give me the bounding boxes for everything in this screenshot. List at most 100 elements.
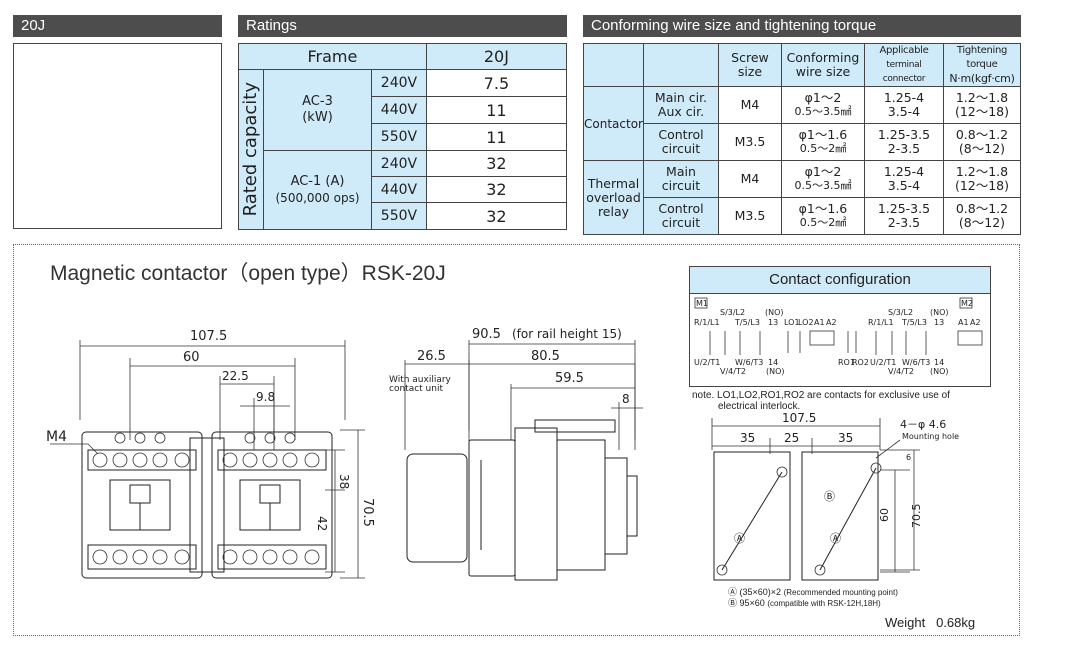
cc-tr: (NO) xyxy=(930,308,949,317)
hole-note: Mounting hole xyxy=(902,432,959,441)
ratings-table: Frame 20J Rated capacity AC-3(kW) 240V 7… xyxy=(238,43,568,230)
rail-note: (for rail height 15) xyxy=(512,327,622,341)
cc-tr: S/3/L2 xyxy=(888,308,913,317)
ac3-value: 11 xyxy=(425,123,568,151)
cc-tl: (NO) xyxy=(765,308,784,317)
mark-a: Ⓐ xyxy=(734,532,745,545)
dim-107-5: 107.5 xyxy=(190,329,227,344)
torque-cell: 1.2～1.8(12～18) xyxy=(942,160,1022,198)
cc-bl: (NO) xyxy=(766,367,785,376)
screw-cell: M3.5 xyxy=(717,123,782,161)
screw-cell: M3.5 xyxy=(717,197,782,235)
contactor-label: Contactor xyxy=(583,86,644,161)
side-view-drawing: 90.5 (for rail height 15) 26.5 80.5 59.5… xyxy=(389,327,643,581)
mounting-drawing: 107.5 35 25 35 4－φ 4.6 Mounting hole 6 6… xyxy=(711,411,959,581)
mark-b: Ⓑ xyxy=(824,490,835,503)
dim-90-5: 90.5 xyxy=(472,327,501,342)
dim-70-5: 70.5 xyxy=(360,498,375,527)
mount-dim-35b: 35 xyxy=(838,431,853,445)
ac1-voltage: 550V xyxy=(371,202,427,230)
cc-tr: R/1/L1 xyxy=(868,318,894,327)
screw-cell: M4 xyxy=(717,160,782,198)
torque-cell: 0.8～1.2(8～12) xyxy=(942,123,1022,161)
torque-cell: 1.2～1.8(12～18) xyxy=(942,86,1022,124)
weight-label: Weight xyxy=(885,615,926,630)
dim-22-5: 22.5 xyxy=(222,369,249,383)
dim-9-8: 9.8 xyxy=(256,390,275,404)
cc-bl: W/6/T3 xyxy=(735,358,763,367)
dim-38: 38 xyxy=(337,474,351,489)
ac1-voltage: 440V xyxy=(371,176,427,203)
dim-80-5: 80.5 xyxy=(531,349,560,364)
ac1-value: 32 xyxy=(425,202,568,230)
frame-value: 20J xyxy=(425,43,568,70)
cc-bl: 14 xyxy=(768,358,778,367)
model-header-text: 20J xyxy=(21,17,46,34)
circuit-label: Main cir.Aux cir. xyxy=(642,86,719,124)
torque-cell: 0.8～1.2(8～12) xyxy=(942,197,1022,235)
cc-tr: A2 xyxy=(970,318,981,327)
aux-note-line2: contact unit xyxy=(389,384,443,394)
dim-8: 8 xyxy=(622,392,630,406)
dim-59-5: 59.5 xyxy=(555,371,584,386)
cc-br: RO2 xyxy=(852,358,869,367)
cc-br: 14 xyxy=(934,358,944,367)
cc-tr: 13 xyxy=(934,318,944,327)
ratings-header-text: Ratings xyxy=(246,17,297,34)
ac1-voltage: 240V xyxy=(371,150,427,177)
ac3-value: 11 xyxy=(425,96,568,124)
contact-config-box: Contact configuration xyxy=(689,266,991,387)
contact-config-diagram: M1 M2 S/3/L2 (NO) R/1/L1 T/5/L3 13 LO1 L… xyxy=(694,297,983,376)
hole-spec: 4－φ 4.6 xyxy=(900,418,946,431)
wire-header: Conforming wire size and tightening torq… xyxy=(583,15,1021,37)
cc-tl: T/5/L3 xyxy=(734,318,760,327)
cc-bl: U/2/T1 xyxy=(694,358,720,367)
m4-label: M4 xyxy=(46,429,67,445)
cc-tl: 13 xyxy=(768,318,778,327)
front-view-drawing: 107.5 60 22.5 9.8 38 42 70.5 M4 xyxy=(46,329,375,579)
ac3-voltage: 440V xyxy=(371,96,427,124)
ratings-header: Ratings xyxy=(238,15,567,37)
cc-tl: LO1 xyxy=(784,318,800,327)
model-header: 20J xyxy=(13,15,222,37)
cc-tl: A2 xyxy=(826,318,837,327)
ac3-label: AC-3(kW) xyxy=(262,69,373,151)
drawing-title: Magnetic contactor（open type）RSK-20J xyxy=(50,262,446,285)
legend-item-a: Ⓐ (35×60)×2 (Recommended mounting point) xyxy=(728,587,898,597)
interlock-note: note. LO1,LO2,RO1,RO2 are contacts for e… xyxy=(692,390,950,412)
dim-42: 42 xyxy=(315,516,329,531)
cc-bl: V/4/T2 xyxy=(720,367,746,376)
product-image-box xyxy=(13,43,222,229)
cc-br: RO1 xyxy=(838,358,855,367)
wire-header-text: Conforming wire size and tightening torq… xyxy=(591,17,877,34)
wire-blank-cell xyxy=(642,43,719,87)
ac3-voltage: 550V xyxy=(371,123,427,151)
mount-legend: Ⓐ (35×60)×2 (Recommended mounting point)… xyxy=(728,587,898,609)
cc-br: (NO) xyxy=(930,367,949,376)
mount-dim-25: 25 xyxy=(784,431,799,445)
cc-br: V/4/T2 xyxy=(888,367,914,376)
ac1-value: 32 xyxy=(425,176,568,203)
weight: Weight 0.68kg xyxy=(885,615,975,630)
dim-60: 60 xyxy=(183,350,200,365)
weight-value: 0.68kg xyxy=(936,615,976,630)
mount-dim-70-5: 70.5 xyxy=(910,504,923,529)
mount-dim-60: 60 xyxy=(878,508,891,522)
m2-label: M2 xyxy=(961,299,973,308)
aux-note-line1: With auxiliary xyxy=(389,375,452,385)
mark-b2: Ⓐ xyxy=(830,532,841,545)
ac3-voltage: 240V xyxy=(371,69,427,97)
cc-tl: LO2 xyxy=(798,318,814,327)
